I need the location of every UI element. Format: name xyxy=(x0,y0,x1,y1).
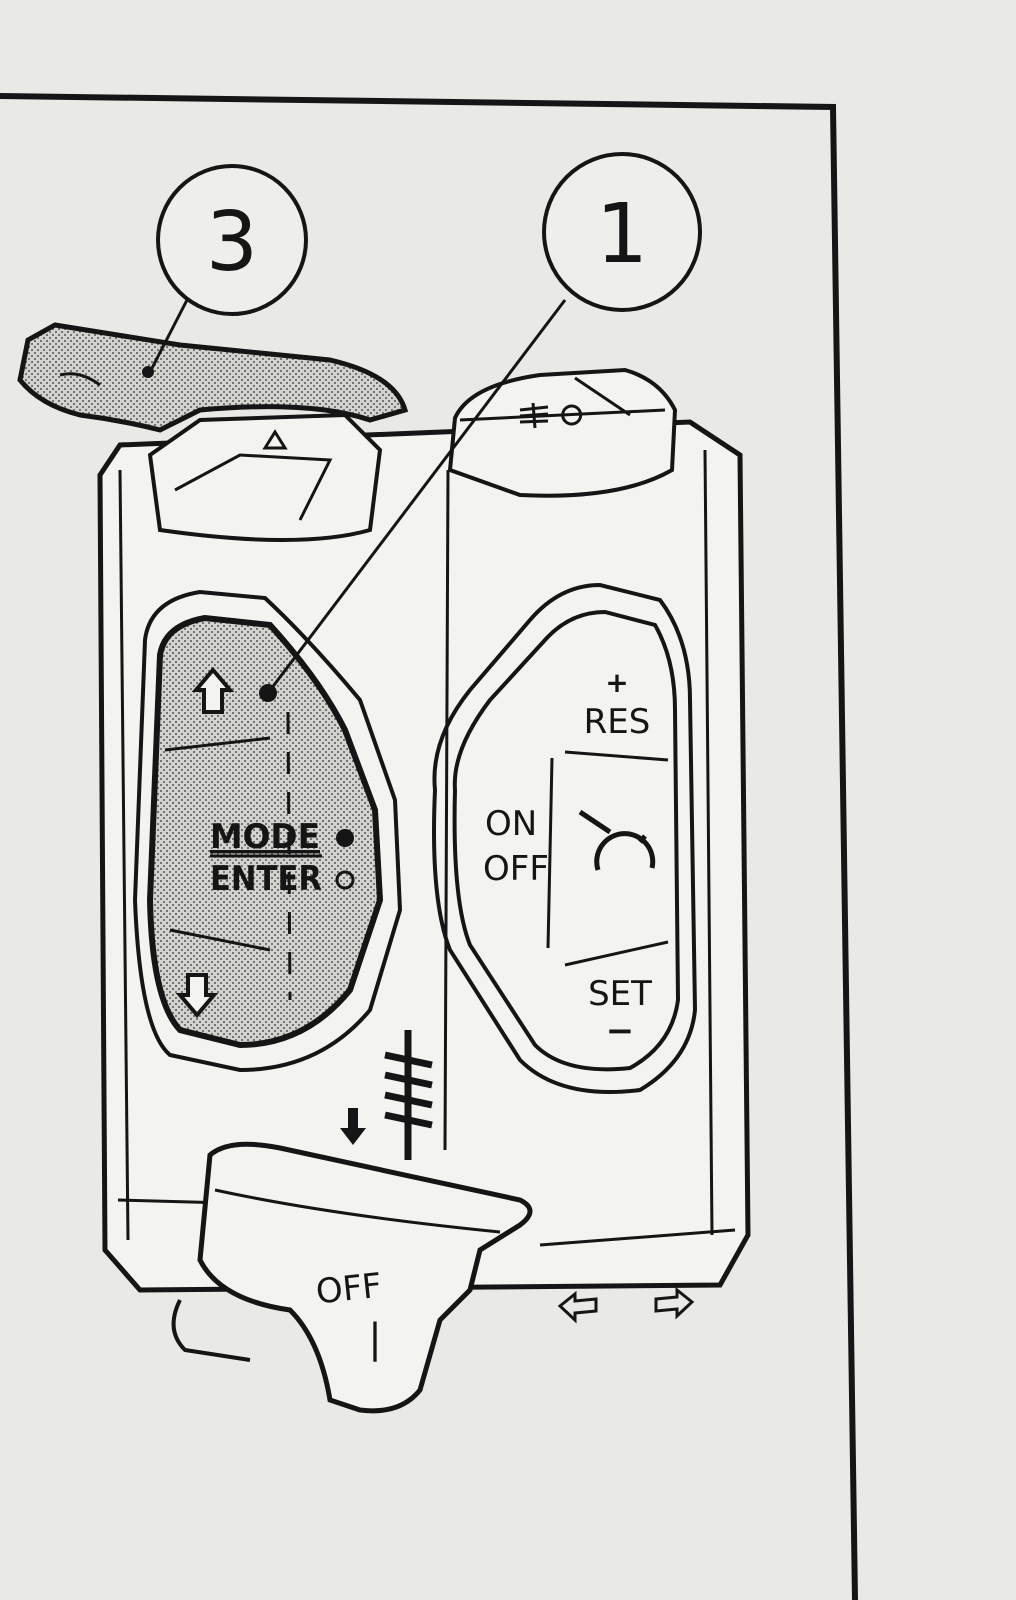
speedometer-icon xyxy=(578,809,656,871)
hazard-button[interactable] xyxy=(147,412,383,542)
callout-1: 1 xyxy=(259,152,702,702)
res-label: RES xyxy=(584,702,651,742)
down-arrow-icon xyxy=(175,973,219,1019)
horn-lever[interactable] xyxy=(17,322,409,433)
set-minus-sign: − xyxy=(606,1011,635,1051)
callout-3: 3 xyxy=(148,164,308,373)
spring-icon xyxy=(384,1030,433,1160)
res-plus-sign: + xyxy=(605,666,628,699)
mode-label: MODE xyxy=(210,817,320,857)
turn-left-arrow-icon xyxy=(557,1290,598,1324)
fog-light-icon xyxy=(519,402,583,429)
mode-enter-button[interactable]: MODE ENTER xyxy=(132,589,403,1073)
figure-frame xyxy=(0,93,858,1600)
mode-dot-filled xyxy=(336,829,354,847)
callout-1-number: 1 xyxy=(596,187,648,282)
hazard-triangle-icon xyxy=(262,429,288,450)
off-switch-mark: | xyxy=(368,1316,381,1362)
fog-light-button[interactable] xyxy=(447,367,678,498)
callout-3-number: 3 xyxy=(206,195,258,290)
off-switch-label: OFF xyxy=(314,1266,384,1313)
enter-label: ENTER xyxy=(210,859,322,899)
off-switch[interactable]: OFF | xyxy=(171,1141,533,1414)
off-label: OFF xyxy=(483,849,549,889)
enter-dot-empty xyxy=(335,870,355,890)
on-label: ON xyxy=(485,804,537,844)
turn-right-arrow-icon xyxy=(654,1286,695,1320)
set-label: SET xyxy=(588,974,652,1014)
cruise-control-rocker[interactable]: + RES ON OFF SET − xyxy=(432,582,698,1094)
up-arrow-icon xyxy=(191,666,235,714)
down-arrow-icon xyxy=(340,1108,366,1145)
